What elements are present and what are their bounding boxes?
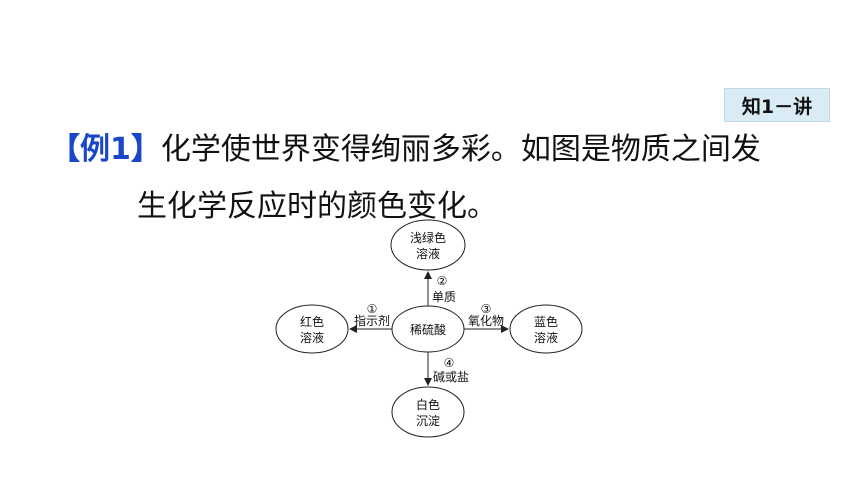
question-text-2: 生化学反应时的颜色变化。 xyxy=(137,189,497,224)
node-left-line1: 红色 xyxy=(300,314,324,329)
node-right-line2: 溶液 xyxy=(534,330,558,345)
node-top-line2: 溶液 xyxy=(416,246,440,261)
node-left xyxy=(275,304,349,354)
edge3-label: 氧化物 xyxy=(468,314,504,328)
node-left-line2: 溶液 xyxy=(300,330,324,345)
edge4-label: 碱或盐 xyxy=(433,370,469,384)
question-line-1: 【例1】化学使世界变得绚丽多彩。如图是物质之间发 xyxy=(50,130,761,170)
edge1-label: 指示剂 xyxy=(354,313,390,328)
edge4-num: ④ xyxy=(444,356,455,370)
section-badge: 知1－讲 xyxy=(724,88,830,122)
node-bottom-line1: 白色 xyxy=(416,397,440,412)
node-right xyxy=(509,304,583,354)
edge1-num: ① xyxy=(367,302,378,316)
node-center-label: 稀硫酸 xyxy=(410,322,446,337)
node-right-line1: 蓝色 xyxy=(534,315,558,329)
question-line-2: 生化学反应时的颜色变化。 xyxy=(137,187,497,227)
node-top xyxy=(390,219,466,271)
example-tag: 【例1】 xyxy=(50,132,161,167)
edge3-num: ③ xyxy=(481,302,492,316)
edge2-label: 单质 xyxy=(432,290,456,304)
node-top-line1: 浅绿色 xyxy=(410,230,446,245)
node-bottom xyxy=(391,386,465,438)
question-text-1: 化学使世界变得绚丽多彩。如图是物质之间发 xyxy=(160,132,761,167)
edge2-num: ② xyxy=(437,274,448,288)
node-bottom-line2: 沉淀 xyxy=(416,414,440,428)
